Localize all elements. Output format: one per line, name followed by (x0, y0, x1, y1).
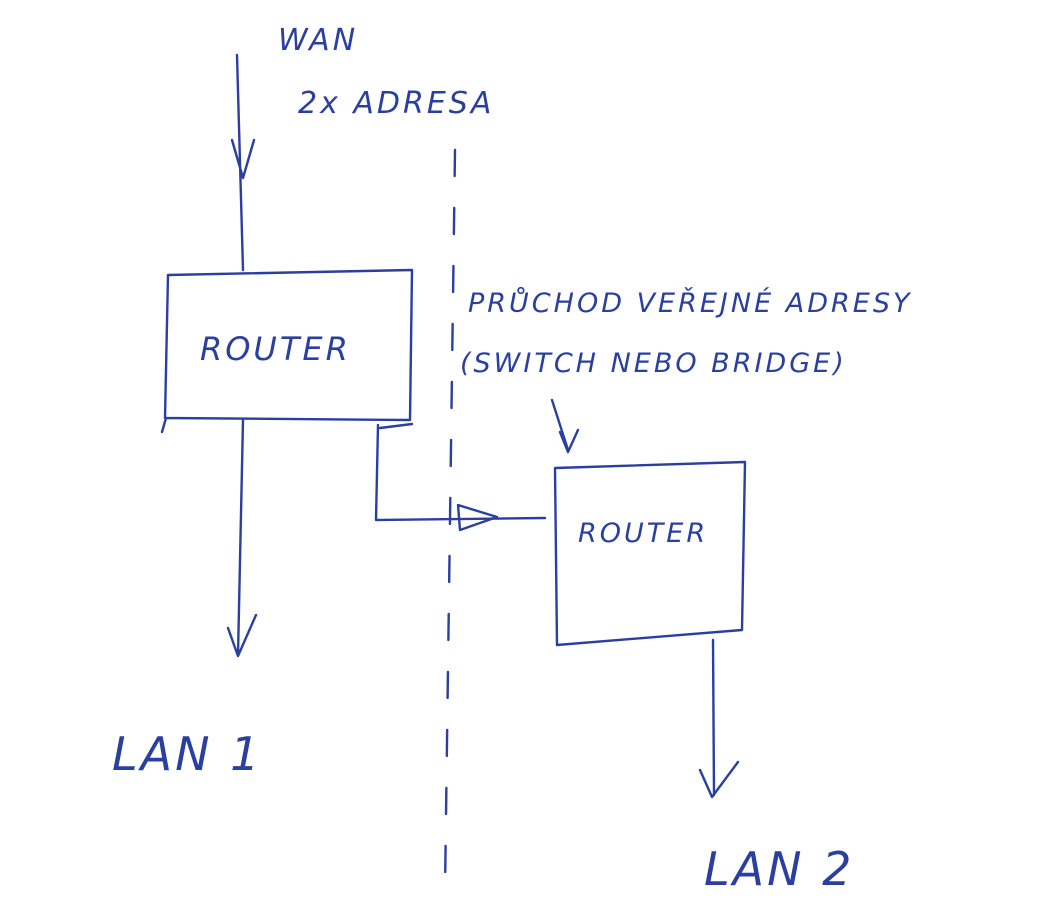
wan-label: WAN (278, 23, 358, 58)
router-link-arrow-head (456, 503, 499, 532)
lan2-arrow-head (698, 760, 740, 799)
lan2-line (711, 638, 716, 797)
passthrough-label-line2: (SWITCH NEBO BRIDGE) (460, 348, 847, 379)
wan-line (235, 53, 245, 272)
router-main-box (163, 268, 414, 422)
lan1-label: LAN 1 (112, 727, 262, 781)
wan-arrow-head (230, 138, 256, 180)
passthrough-pointer-arrow-head (558, 428, 580, 454)
router-second-label: ROUTER (578, 518, 708, 549)
separator-line (443, 148, 457, 892)
addresses-label: 2x ADRESA (298, 86, 494, 121)
router-second-box (553, 460, 747, 647)
lan1-arrow-head (226, 613, 258, 658)
router-main-box-bottom-edge (160, 416, 414, 434)
lan1-line (236, 418, 245, 657)
lan2-label: LAN 2 (704, 842, 854, 896)
passthrough-label-line1: PRŮCHOD VEŘEJNÉ ADRESY (468, 287, 912, 319)
passthrough-pointer-line (550, 398, 570, 452)
router-main-label: ROUTER (200, 330, 351, 368)
